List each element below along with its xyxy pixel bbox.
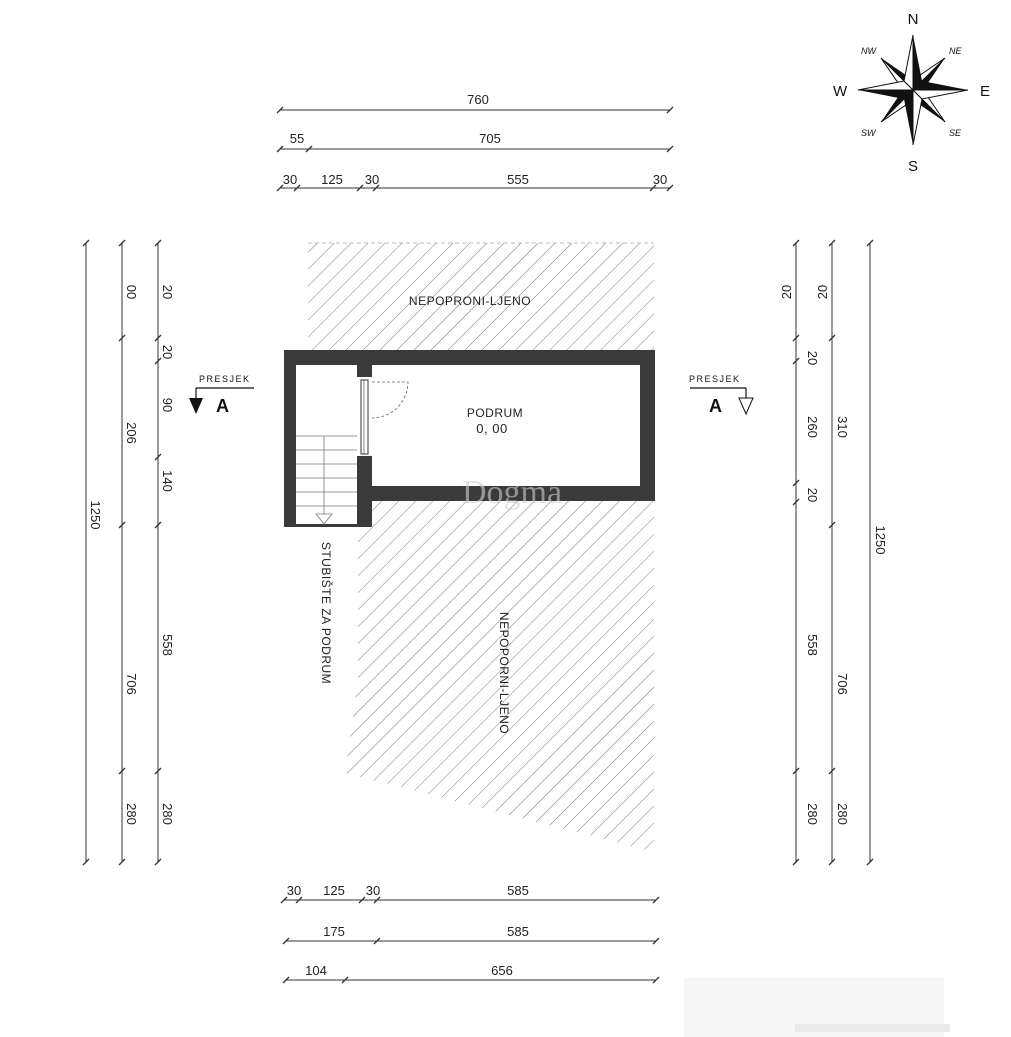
svg-text:00: 00	[124, 285, 139, 299]
svg-text:706: 706	[835, 673, 850, 695]
svg-text:760: 760	[467, 92, 489, 107]
svg-text:A: A	[216, 396, 229, 416]
svg-text:140: 140	[160, 470, 175, 492]
svg-text:20: 20	[779, 285, 794, 299]
svg-text:260: 260	[805, 416, 820, 438]
svg-text:NW: NW	[861, 46, 877, 56]
svg-text:E: E	[980, 83, 990, 100]
hatch-label-bottom: NEPOPORNI-LJENO	[497, 612, 511, 734]
svg-text:706: 706	[124, 673, 139, 695]
svg-text:30: 30	[366, 883, 380, 898]
svg-text:W: W	[833, 83, 848, 100]
svg-text:656: 656	[491, 963, 513, 978]
walls	[284, 350, 655, 527]
door	[360, 379, 409, 455]
hatch-label-top: NEPOPRONI-LJENO	[409, 294, 531, 308]
svg-text:1250: 1250	[88, 501, 103, 530]
top-dimensions: 760 55 705 30 125 30 555 30	[276, 92, 674, 192]
svg-text:280: 280	[124, 803, 139, 825]
faded-footer-bar	[795, 1024, 950, 1032]
svg-text:30: 30	[287, 883, 301, 898]
room-label: PODRUM	[467, 406, 523, 420]
svg-text:558: 558	[160, 634, 175, 656]
svg-text:206: 206	[124, 422, 139, 444]
svg-text:20: 20	[815, 285, 830, 299]
stairs-label: STUBIŠTE ZA PODRUM	[319, 542, 334, 684]
bottom-hatch-area	[345, 500, 654, 852]
svg-text:S: S	[908, 158, 918, 175]
svg-text:30: 30	[283, 172, 297, 187]
top-hatch-area	[308, 243, 654, 351]
svg-text:90: 90	[160, 398, 175, 412]
svg-text:1250: 1250	[873, 526, 888, 555]
left-dimensions: 1250 00 206 706 280 20 20 90 140 558 280	[82, 239, 175, 866]
svg-text:280: 280	[160, 803, 175, 825]
svg-text:55: 55	[290, 131, 304, 146]
svg-text:A: A	[709, 396, 722, 416]
svg-text:558: 558	[805, 634, 820, 656]
svg-text:20: 20	[160, 285, 175, 299]
compass-rose-icon: N S E W NW NE SW SE	[833, 11, 990, 175]
svg-text:310: 310	[835, 416, 850, 438]
watermark: Dogma	[462, 474, 562, 511]
section-marker-left: PRESJEK A	[189, 374, 254, 416]
svg-text:104: 104	[305, 963, 327, 978]
svg-text:280: 280	[835, 803, 850, 825]
svg-text:30: 30	[365, 172, 379, 187]
stairs	[296, 435, 357, 525]
svg-text:705: 705	[479, 131, 501, 146]
svg-text:585: 585	[507, 883, 529, 898]
svg-text:20: 20	[160, 345, 175, 359]
section-marker-right: PRESJEK A	[689, 374, 754, 416]
svg-text:125: 125	[323, 883, 345, 898]
svg-text:SE: SE	[949, 128, 962, 138]
svg-text:20: 20	[805, 488, 820, 502]
bottom-dimensions: 30 125 30 585 175 585 104 656	[280, 883, 660, 984]
svg-text:N: N	[908, 11, 919, 28]
svg-text:125: 125	[321, 172, 343, 187]
svg-text:PRESJEK: PRESJEK	[199, 374, 251, 384]
svg-text:20: 20	[805, 351, 820, 365]
svg-text:175: 175	[323, 924, 345, 939]
svg-text:NE: NE	[949, 46, 962, 56]
svg-text:555: 555	[507, 172, 529, 187]
svg-text:PRESJEK: PRESJEK	[689, 374, 741, 384]
level-label: 0, 00	[476, 421, 507, 436]
svg-text:SW: SW	[861, 128, 877, 138]
svg-text:30: 30	[653, 172, 667, 187]
svg-text:585: 585	[507, 924, 529, 939]
right-dimensions: 20 20 260 20 558 280 20 310 706 280 1250	[779, 239, 888, 866]
svg-text:280: 280	[805, 803, 820, 825]
